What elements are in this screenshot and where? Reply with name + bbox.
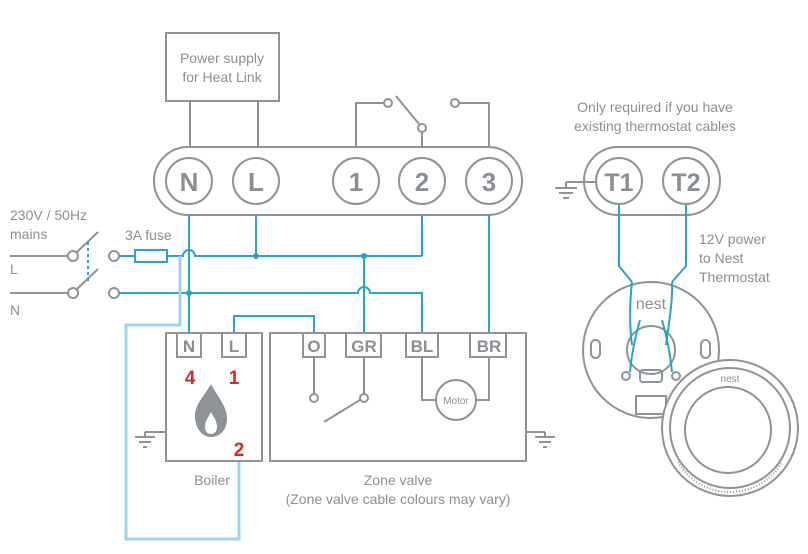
mains-line1: 230V / 50Hz bbox=[10, 207, 87, 223]
boiler-marker-1: 1 bbox=[229, 368, 240, 389]
boiler: N L 4 1 2 Boiler bbox=[135, 332, 263, 488]
power-supply-line1: Power supply bbox=[180, 50, 264, 66]
terminal-n-label: N bbox=[180, 167, 199, 197]
heat-link-terminal-block: N L 1 2 3 bbox=[153, 146, 523, 216]
wiring bbox=[119, 205, 687, 541]
motor bbox=[435, 379, 477, 421]
thermostat-note-line1: Only required if you have bbox=[577, 99, 733, 115]
terminal-n bbox=[165, 157, 213, 205]
zone-terminal-gr: GR bbox=[351, 337, 377, 356]
screw-slot-right bbox=[700, 339, 711, 359]
mains-supply: 230V / 50Hz mains L N 3A fuse bbox=[10, 207, 172, 318]
power-note: 12V power to Nest Thermostat bbox=[699, 231, 770, 285]
motor-label: Motor bbox=[443, 396, 469, 407]
power-note-line3: Thermostat bbox=[699, 269, 770, 285]
nest-logo: nest bbox=[636, 296, 667, 313]
mains-line2: mains bbox=[10, 226, 47, 242]
thermostat-note-line2: existing thermostat cables bbox=[574, 118, 736, 134]
terminal-t1-label: T1 bbox=[604, 169, 633, 197]
fuse bbox=[134, 249, 168, 263]
mains-live-label: L bbox=[10, 261, 18, 277]
terminal-t2 bbox=[662, 157, 710, 205]
power-note-line2: to Nest bbox=[699, 250, 743, 266]
boiler-marker-4: 4 bbox=[185, 368, 196, 389]
boiler-marker-2: 2 bbox=[234, 440, 245, 461]
terminal-3 bbox=[465, 157, 513, 205]
terminal-1 bbox=[332, 157, 380, 205]
power-supply-line2: for Heat Link bbox=[182, 69, 262, 85]
zone-terminal-br: BR bbox=[477, 337, 502, 356]
flame-icon bbox=[194, 384, 227, 437]
mains-neutral-label: N bbox=[10, 302, 20, 318]
power-note-line1: 12V power bbox=[699, 231, 766, 247]
zone-valve-note: (Zone valve cable colours may vary) bbox=[286, 491, 511, 507]
terminal-2-label: 2 bbox=[415, 167, 429, 197]
terminal-2 bbox=[398, 157, 446, 205]
screw-slot-left bbox=[590, 339, 601, 359]
terminal-1-label: 1 bbox=[349, 167, 363, 197]
terminal-l-label: L bbox=[248, 167, 264, 197]
thermostat-terminal-block: Only required if you have existing therm… bbox=[555, 99, 736, 216]
relay-switch bbox=[355, 95, 490, 160]
fuse-label: 3A fuse bbox=[125, 227, 172, 243]
zone-valve: O GR BL BR Motor Zone valve (Zone valve … bbox=[269, 332, 555, 507]
zone-valve-label: Zone valve bbox=[364, 472, 433, 488]
nest-thermostat: nest bbox=[661, 359, 799, 497]
terminal-l bbox=[232, 157, 280, 205]
boiler-terminal-n: N bbox=[183, 337, 195, 356]
nest-device-logo: nest bbox=[721, 374, 740, 385]
boiler-label: Boiler bbox=[194, 472, 230, 488]
terminal-t2-label: T2 bbox=[671, 169, 700, 197]
zone-terminal-o: O bbox=[307, 337, 320, 356]
zone-terminal-bl: BL bbox=[411, 337, 434, 356]
terminal-3-label: 3 bbox=[482, 167, 496, 197]
power-supply-box: Power supply for Heat Link bbox=[165, 32, 280, 160]
boiler-terminal-l: L bbox=[229, 337, 239, 356]
